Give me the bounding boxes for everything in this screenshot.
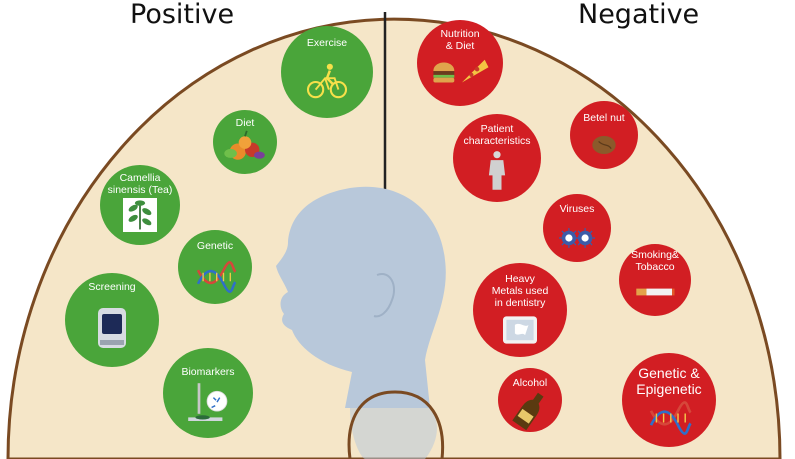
negative-factor-bubble: Alcohol	[498, 368, 562, 432]
vegetables-icon	[224, 130, 265, 160]
negative-factor-label: Metals used	[492, 285, 549, 297]
negative-factor-label: in dentistry	[495, 297, 547, 309]
positive-factor-label: Biomarkers	[181, 366, 234, 378]
negative-factor-bubble: Genetic &Epigenetic	[622, 353, 716, 447]
negative-factor-bubble: Smoking&Tobacco	[619, 244, 691, 316]
negative-factor-label: Tobacco	[635, 261, 674, 273]
virus-icon	[558, 228, 596, 248]
negative-factor-bubble: Nutrition& Diet	[417, 20, 503, 106]
neck-ring	[347, 390, 445, 459]
dna-icon	[649, 401, 692, 435]
negative-factor-bubble: Viruses	[543, 194, 611, 262]
positive-factor-bubble: Exercise	[281, 26, 373, 118]
negative-factor-bubble: Betel nut	[570, 101, 638, 169]
negative-factor-label: Nutrition	[440, 28, 479, 40]
negative-factor-label: Smoking&	[631, 249, 679, 261]
positive-factor-label: Camellia	[120, 172, 161, 184]
tea-plant-icon	[123, 198, 157, 232]
negative-factor-bubble-circle	[570, 101, 638, 169]
heading-positive: Positive	[130, 0, 235, 30]
positive-factor-label: Diet	[236, 117, 255, 129]
negative-factor-label: Betel nut	[583, 112, 625, 124]
negative-factor-label: Patient	[481, 123, 514, 135]
negative-factor-bubble-circle	[619, 244, 691, 316]
positive-factor-bubble: Screening	[65, 273, 159, 367]
pipette-icon	[188, 383, 228, 421]
positive-factor-label: Genetic	[197, 240, 233, 252]
negative-factor-bubble-circle	[417, 20, 503, 106]
bottle-icon	[512, 392, 544, 431]
positive-factor-label: sinensis (Tea)	[108, 184, 173, 196]
positive-factor-bubble: Biomarkers	[163, 348, 253, 438]
positive-factor-bubble-circle	[163, 348, 253, 438]
negative-factor-label: Genetic &	[638, 365, 700, 381]
negative-factor-bubble-circle	[498, 368, 562, 432]
dental-xray-icon	[503, 316, 537, 344]
positive-factor-label: Exercise	[307, 37, 347, 49]
burger-pizza-icon	[433, 59, 489, 83]
cigarette-icon	[636, 288, 675, 296]
negative-factor-label: Viruses	[560, 203, 595, 215]
negative-factor-label: & Diet	[446, 40, 475, 52]
cyclist-icon	[306, 63, 348, 99]
positive-factor-label: Screening	[88, 281, 135, 293]
negative-factor-label: Alcohol	[513, 377, 547, 389]
positive-factor-bubble-circle	[281, 26, 373, 118]
negative-factor-label: characteristics	[463, 135, 530, 147]
betel-nut-icon	[592, 136, 616, 154]
screening-device-icon	[98, 308, 126, 348]
negative-factor-bubble-circle	[473, 263, 567, 357]
person-icon	[488, 151, 506, 190]
positive-factor-bubble: Diet	[213, 110, 277, 174]
negative-factor-label: Epigenetic	[636, 381, 701, 397]
heading-negative: Negative	[578, 0, 700, 30]
negative-factor-label: Heavy	[505, 273, 536, 285]
head-silhouette	[276, 186, 446, 459]
negative-factor-bubble-circle	[543, 194, 611, 262]
dna-icon	[196, 261, 237, 293]
negative-factor-bubble-circle	[622, 353, 716, 447]
positive-factor-bubble: Genetic	[178, 230, 252, 304]
